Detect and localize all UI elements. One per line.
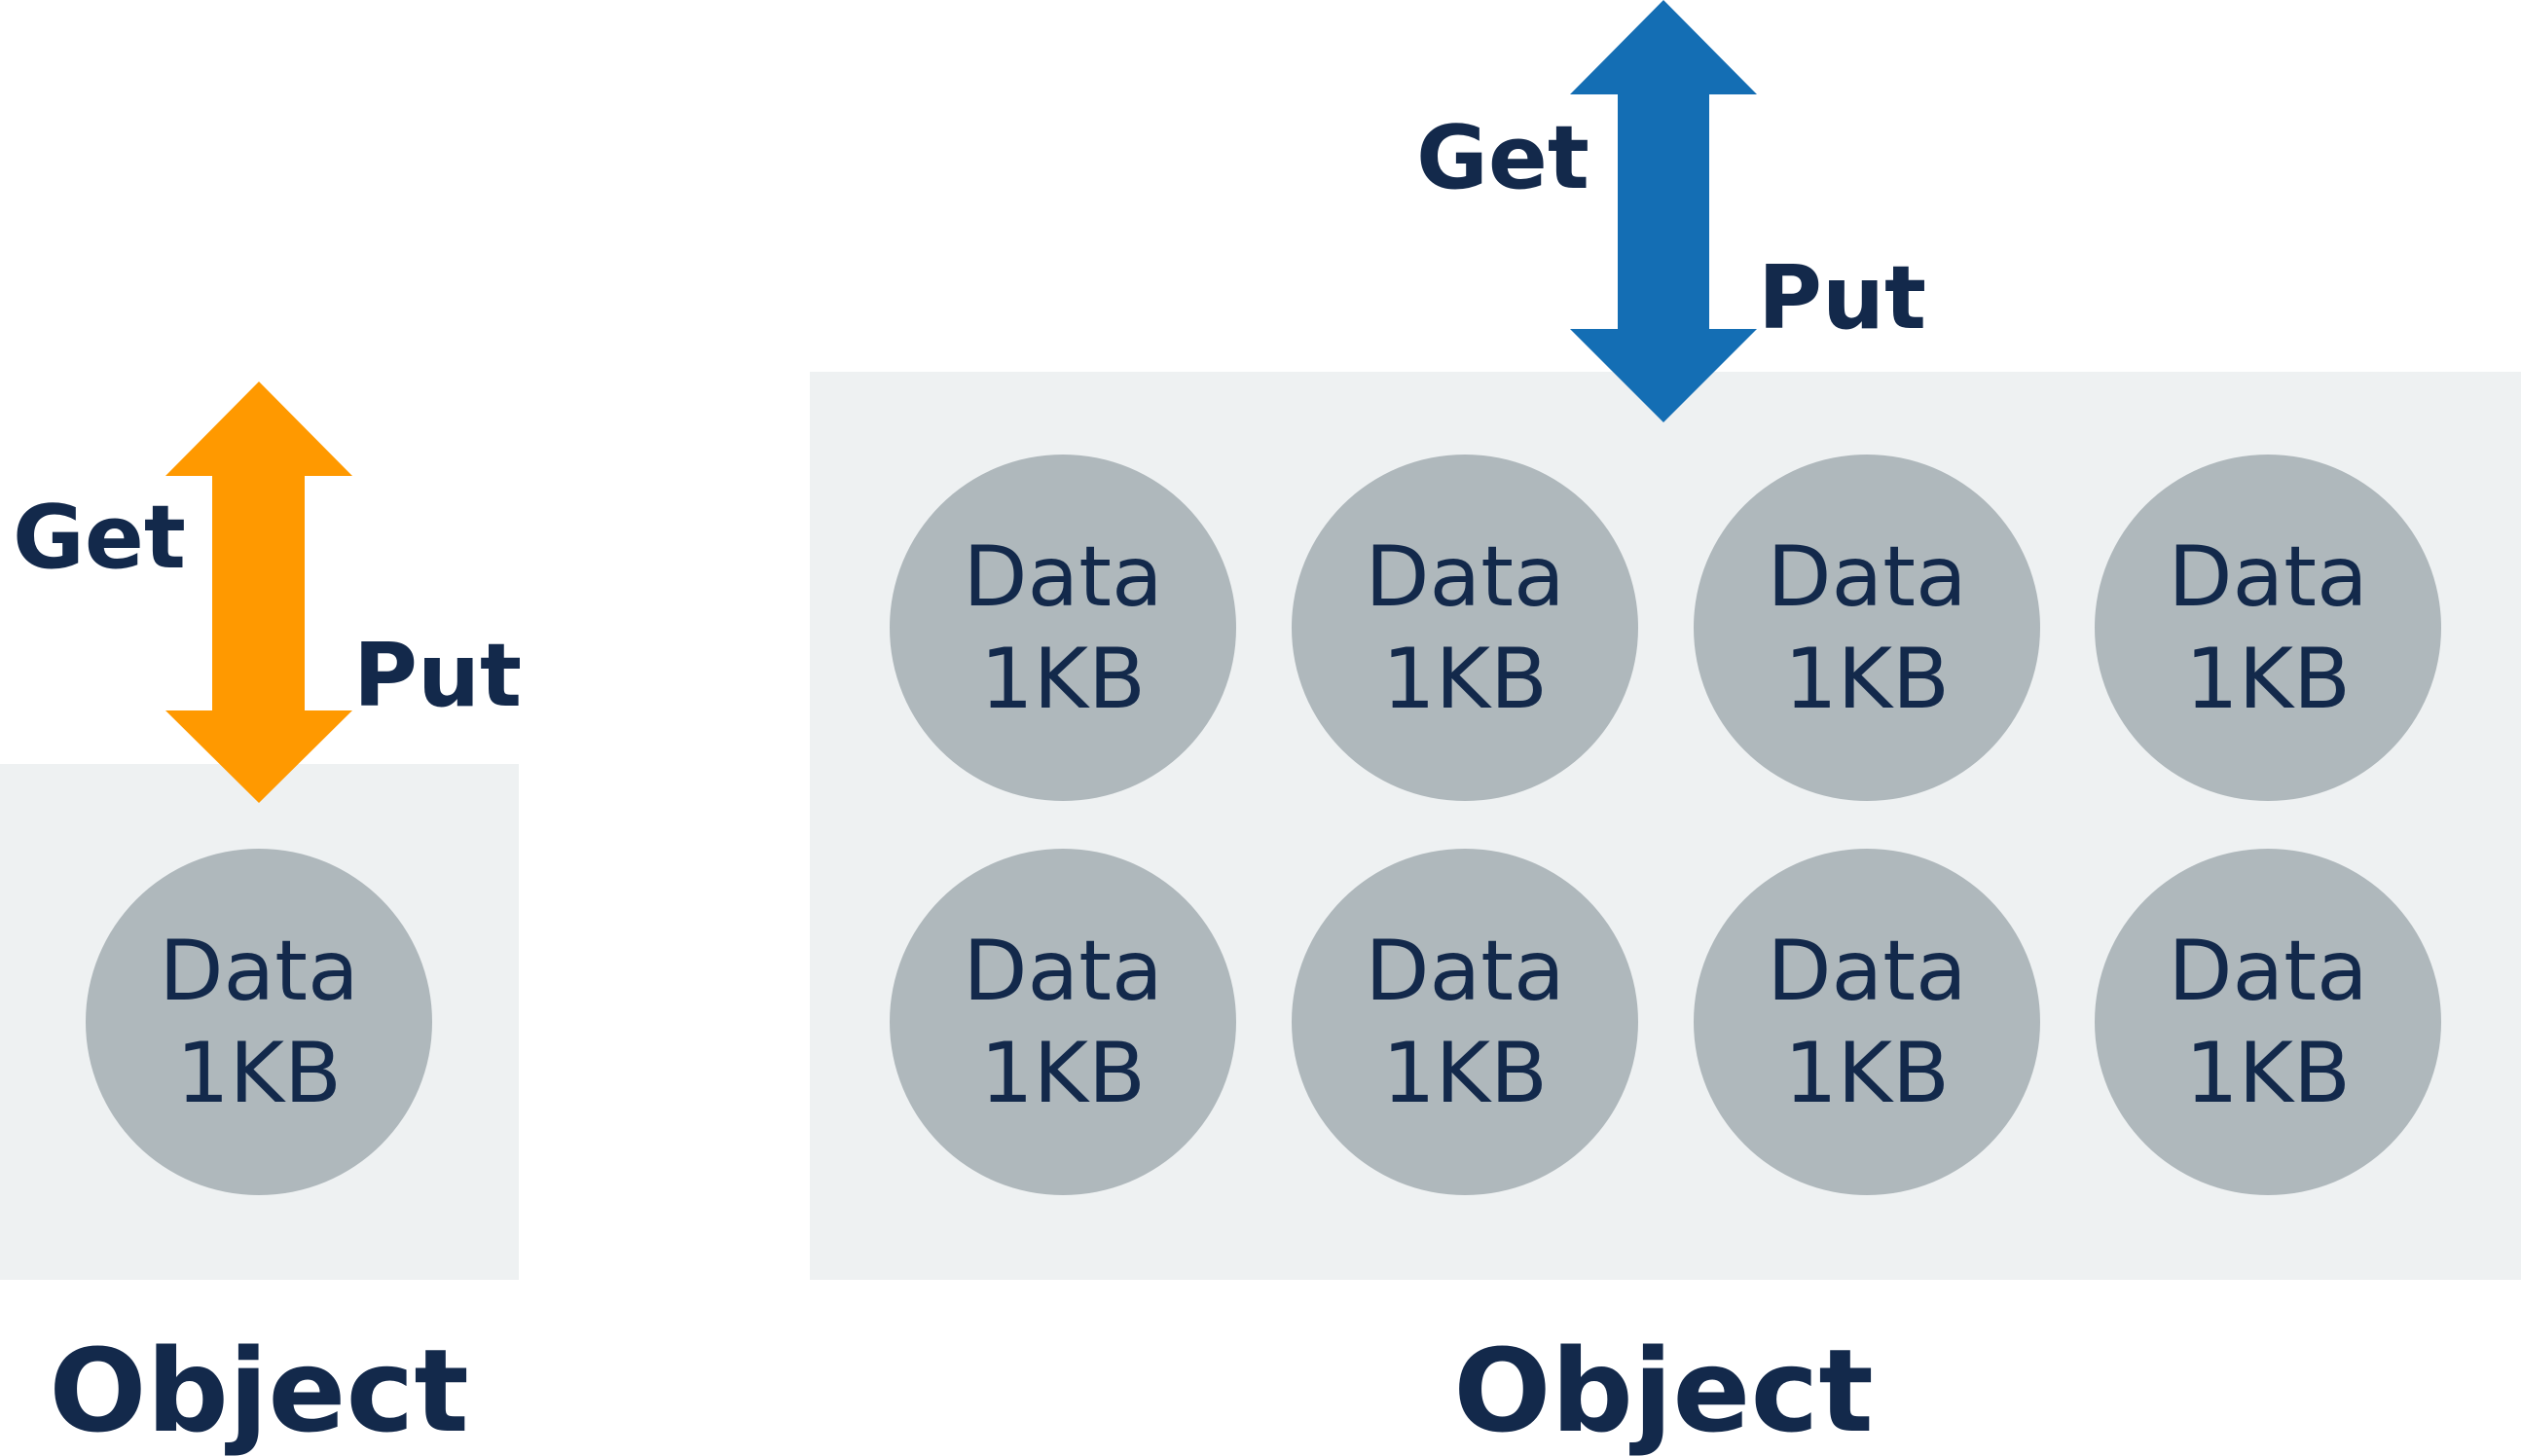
data-block-size: 1KB bbox=[2185, 1025, 2351, 1122]
data-block-circle bbox=[86, 849, 432, 1195]
large-data-blocks: Data1KBData1KBData1KBData1KBData1KBData1… bbox=[890, 455, 2441, 1195]
small-object-label: Object bbox=[49, 1324, 469, 1456]
data-block-label: Data bbox=[1365, 923, 1564, 1020]
data-block-label: Data bbox=[1365, 528, 1564, 626]
data-block-label: Data bbox=[963, 528, 1162, 626]
data-block-circle bbox=[2095, 455, 2441, 801]
data-block-size: 1KB bbox=[980, 1025, 1146, 1122]
data-block-label: Data bbox=[1767, 528, 1966, 626]
data-block-size: 1KB bbox=[2185, 631, 2351, 728]
data-block-circle bbox=[890, 849, 1236, 1195]
large-get-put-arrow-icon bbox=[1570, 0, 1757, 422]
data-block-label: Data bbox=[2168, 923, 2367, 1020]
data-block-size: 1KB bbox=[1784, 631, 1950, 728]
data-block-size: 1KB bbox=[1382, 1025, 1548, 1122]
large-object-label: Object bbox=[1453, 1324, 1874, 1456]
data-block-size: 1KB bbox=[1784, 1025, 1950, 1122]
data-block-label: Data bbox=[159, 923, 358, 1020]
data-block-label: Data bbox=[1767, 923, 1966, 1020]
data-block-label: Data bbox=[2168, 528, 2367, 626]
data-block-circle bbox=[1694, 849, 2040, 1195]
data-block-size: 1KB bbox=[1382, 631, 1548, 728]
data-block-circle bbox=[1694, 455, 2040, 801]
data-block-circle bbox=[1292, 455, 1638, 801]
small-put-label: Put bbox=[353, 625, 522, 727]
data-block-circle bbox=[2095, 849, 2441, 1195]
large-get-label: Get bbox=[1416, 107, 1589, 209]
data-block-size: 1KB bbox=[176, 1025, 342, 1122]
data-block-circle bbox=[890, 455, 1236, 801]
data-block-circle bbox=[1292, 849, 1638, 1195]
large-put-label: Put bbox=[1758, 247, 1926, 349]
data-block-label: Data bbox=[963, 923, 1162, 1020]
small-get-label: Get bbox=[13, 487, 186, 589]
large-object-group: Get Put Data1KBData1KBData1KBData1KBData… bbox=[810, 0, 2521, 1456]
data-block-size: 1KB bbox=[980, 631, 1146, 728]
small-get-put-arrow-icon bbox=[165, 382, 352, 803]
